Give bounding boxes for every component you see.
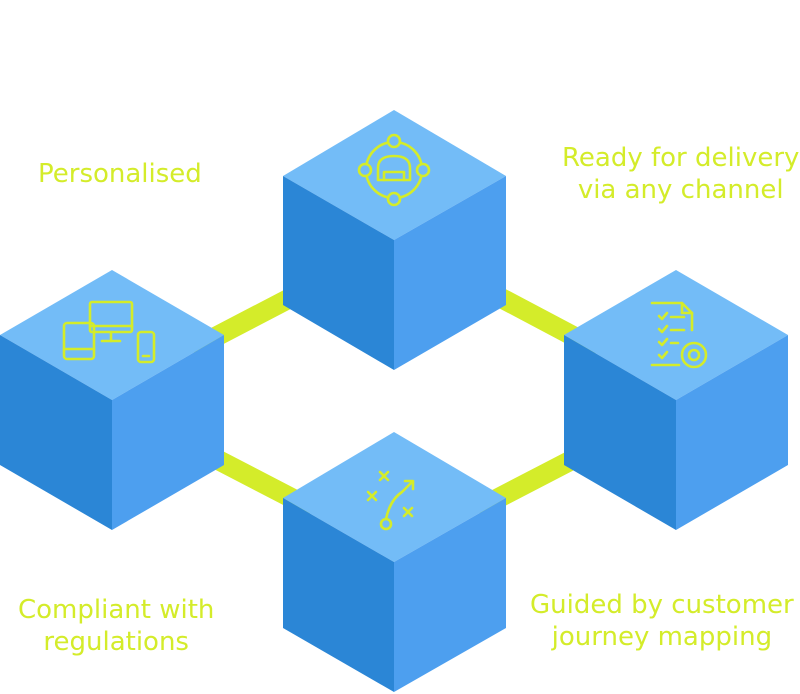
label-guided: Guided by customer journey mapping xyxy=(530,589,794,653)
label-guided-line2: journey mapping xyxy=(551,622,773,652)
label-personalised-text: Personalised xyxy=(38,159,202,189)
label-delivery-line1: Ready for delivery xyxy=(562,143,800,173)
cube-bottom xyxy=(283,432,506,692)
label-compliant: Compliant with regulations xyxy=(18,594,214,658)
cube-left xyxy=(0,270,224,530)
cube-top xyxy=(283,110,506,370)
label-guided-line1: Guided by customer xyxy=(530,590,794,620)
label-delivery-line2: via any channel xyxy=(577,175,784,205)
multi-device-icon xyxy=(62,300,156,364)
label-delivery: Ready for delivery via any channel xyxy=(562,142,799,206)
persona-target-icon xyxy=(357,133,431,207)
label-compliant-line1: Compliant with xyxy=(18,595,215,625)
label-compliant-line2: regulations xyxy=(43,627,189,657)
strategy-play-icon xyxy=(366,470,415,531)
cube-right xyxy=(564,270,788,530)
label-personalised: Personalised xyxy=(38,158,202,190)
checklist-document-gear-icon xyxy=(650,301,708,369)
